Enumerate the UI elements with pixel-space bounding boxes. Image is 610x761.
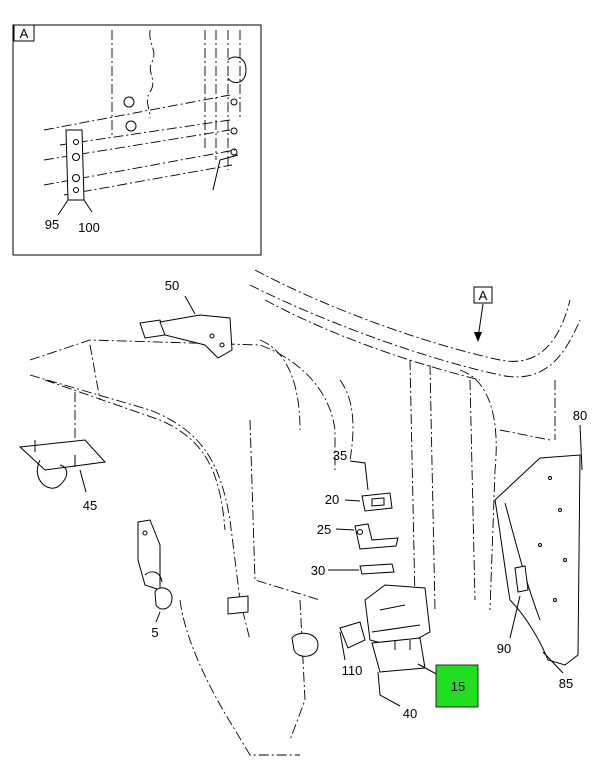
callout-45: 45 bbox=[83, 498, 97, 513]
highlight-box-15[interactable] bbox=[435, 664, 479, 708]
detail-frame bbox=[12, 24, 262, 256]
callout-50: 50 bbox=[165, 278, 179, 293]
callout-15[interactable]: 15 bbox=[451, 679, 465, 694]
callout-110: 110 bbox=[342, 663, 363, 678]
callout-90: 90 bbox=[497, 641, 511, 656]
detail-tag-label: A bbox=[20, 26, 29, 41]
callout-20: 20 bbox=[325, 492, 339, 507]
callout-5: 5 bbox=[151, 625, 158, 640]
callout-95: 95 bbox=[45, 217, 59, 232]
detail-view-a: A 95 100 bbox=[12, 24, 262, 256]
detail-tag-box bbox=[13, 24, 35, 42]
callout-25: 25 bbox=[317, 522, 331, 537]
callout-35: 35 bbox=[333, 448, 347, 463]
view-ref-tag: A bbox=[479, 288, 488, 303]
callout-85: 85 bbox=[559, 676, 573, 691]
callout-100: 100 bbox=[78, 220, 100, 235]
callout-30: 30 bbox=[311, 563, 325, 578]
callout-40: 40 bbox=[403, 706, 417, 721]
callout-80: 80 bbox=[573, 408, 587, 423]
view-ref-tag-box bbox=[473, 286, 493, 304]
main-view: A 50 45 bbox=[18, 269, 587, 756]
